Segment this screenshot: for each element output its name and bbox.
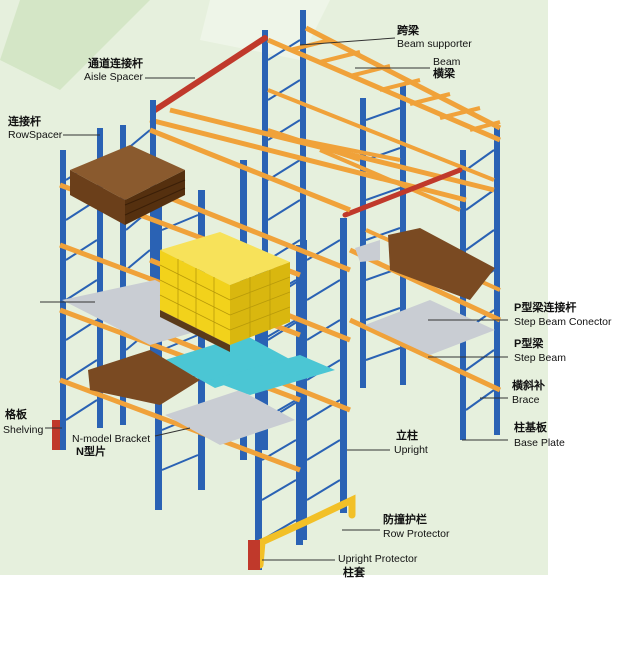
panel-grey-4	[355, 240, 380, 262]
label-upright-protector-zh: 柱套	[343, 567, 365, 579]
label-base-plate-en: Base Plate	[514, 437, 565, 449]
background-arrow	[0, 0, 150, 90]
label-step-beam-connector-zh: P型梁连接杆	[514, 302, 577, 314]
yellow-goods	[159, 232, 291, 352]
wood-pallets	[70, 145, 186, 225]
label-n-bracket-zh: N型片	[76, 446, 106, 458]
label-step-beam-zh: P型梁	[514, 338, 544, 350]
label-beam-zh: 横梁	[433, 68, 455, 80]
brace-rear-b	[365, 107, 401, 361]
label-brace-en: Brace	[512, 394, 540, 406]
label-beam-supporter-zh: 跨梁	[397, 25, 419, 37]
upright-front-2	[198, 190, 205, 490]
upright-left-3	[120, 125, 126, 425]
leader-lines	[40, 37, 508, 561]
upright-rear-3	[360, 98, 366, 388]
beam-mid-3	[267, 88, 495, 182]
beam-r1	[348, 247, 502, 323]
label-brace-zh: 横斜补	[512, 380, 545, 392]
aisle-spacer-bar-2	[342, 167, 463, 218]
upright-protector-shape	[248, 540, 260, 570]
panel-cyan-2	[210, 355, 335, 395]
pallet-top	[70, 145, 185, 200]
label-row-spacer-en: RowSpacer	[8, 129, 63, 141]
pallet-front	[70, 170, 125, 225]
label-shelving-zh: 格板	[5, 409, 27, 421]
label-row-protector-zh: 防撞护栏	[383, 514, 427, 526]
panel-cyan-1	[165, 335, 295, 388]
upright-rear-1	[262, 30, 268, 450]
beam-l5	[149, 127, 351, 213]
upright-rear-6	[494, 125, 500, 435]
panel-grey-2	[165, 390, 295, 445]
label-row-protector-en: Row Protector	[383, 528, 450, 540]
beam-supporters	[289, 38, 501, 132]
label-step-beam-connector-en: Step Beam Conector	[514, 316, 612, 328]
top-beams	[149, 25, 502, 212]
background-right	[548, 0, 628, 652]
beam-mid-rungs	[267, 128, 461, 212]
beam-l6	[149, 187, 351, 273]
beam-r2	[348, 317, 502, 393]
label-shelving-en: Shelving	[3, 424, 44, 436]
upright-rear-2	[300, 10, 306, 440]
panel-grey-3	[365, 300, 495, 355]
aisle-spacer-bar	[152, 35, 268, 113]
label-upright-en: Upright	[394, 444, 428, 456]
panel-wood-2	[388, 228, 495, 300]
goods-pallet	[160, 310, 230, 352]
label-aisle-spacer-en: Aisle Spacer	[84, 71, 143, 83]
leader-beam-supporter	[299, 37, 396, 46]
leader-n-bracket	[154, 427, 191, 437]
pallet-slats	[124, 179, 186, 216]
label-beam-en: Beam	[433, 56, 461, 68]
label-row-spacer-zh: 连接杆	[8, 116, 41, 128]
label-upright-protector-en: Upright Protector	[338, 553, 418, 565]
label-aisle-spacer-zh: 通道连接杆	[88, 58, 143, 70]
label-n-bracket-en: N-model Bracket	[72, 433, 151, 445]
protectors	[52, 420, 356, 570]
left-protector-shape	[52, 420, 60, 450]
upright-front-5	[296, 245, 303, 545]
goods-top	[160, 232, 290, 285]
upright-left-4	[150, 100, 156, 400]
label-base-plate-zh: 柱基板	[514, 422, 547, 434]
beam-l4	[59, 377, 301, 473]
row-protector-bar	[256, 494, 356, 569]
label-step-beam-en: Step Beam	[514, 352, 566, 364]
upright-left-2	[97, 128, 103, 428]
pallet-side	[125, 170, 185, 225]
label-beam-supporter-en: Beam supporter	[397, 38, 472, 50]
goods-grid	[159, 259, 291, 337]
label-upright-zh: 立柱	[396, 430, 418, 442]
panel-wood-1	[88, 350, 200, 405]
upright-front-7	[340, 218, 347, 513]
